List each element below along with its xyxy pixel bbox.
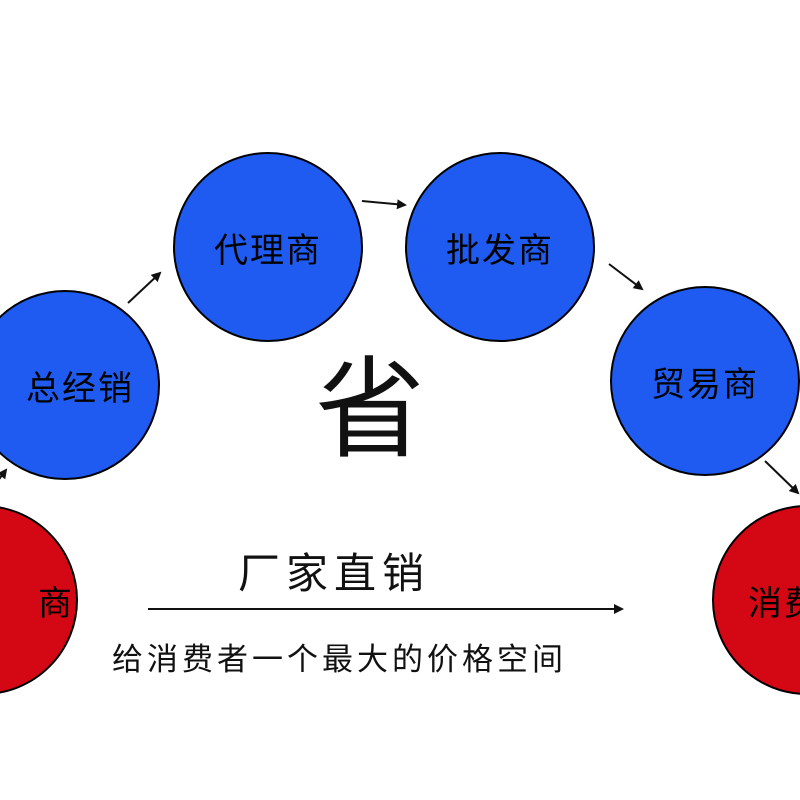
node-dailishang-label: 代理商 [214, 230, 322, 271]
node-left-red-label: 商 [38, 583, 74, 624]
direct-sales-label: 厂家直销 [238, 549, 431, 598]
arrow-left-red-to-zongjingxiao [0, 468, 8, 480]
node-right-red-label: 消费 [748, 583, 800, 624]
node-pifashang-label: 批发商 [446, 230, 554, 271]
center-character: 省 [315, 346, 425, 474]
arrow-dailishang-to-pifashang [361, 199, 407, 210]
node-zongjingxiao: 总经销 [0, 290, 160, 480]
arrow-maoyishang-to-right-red [764, 460, 800, 495]
arrow-zongjingxiao-to-dailishang [127, 271, 162, 304]
node-dailishang: 代理商 [173, 152, 363, 342]
arrow-pifashang-to-maoyishang [608, 263, 644, 291]
node-pifashang: 批发商 [405, 152, 595, 342]
node-zongjingxiao-label: 总经销 [26, 368, 134, 409]
node-maoyishang-label: 贸易商 [651, 364, 759, 405]
caption-text: 给消费者一个最大的价格空间 [112, 642, 567, 678]
node-maoyishang: 贸易商 [610, 286, 800, 476]
